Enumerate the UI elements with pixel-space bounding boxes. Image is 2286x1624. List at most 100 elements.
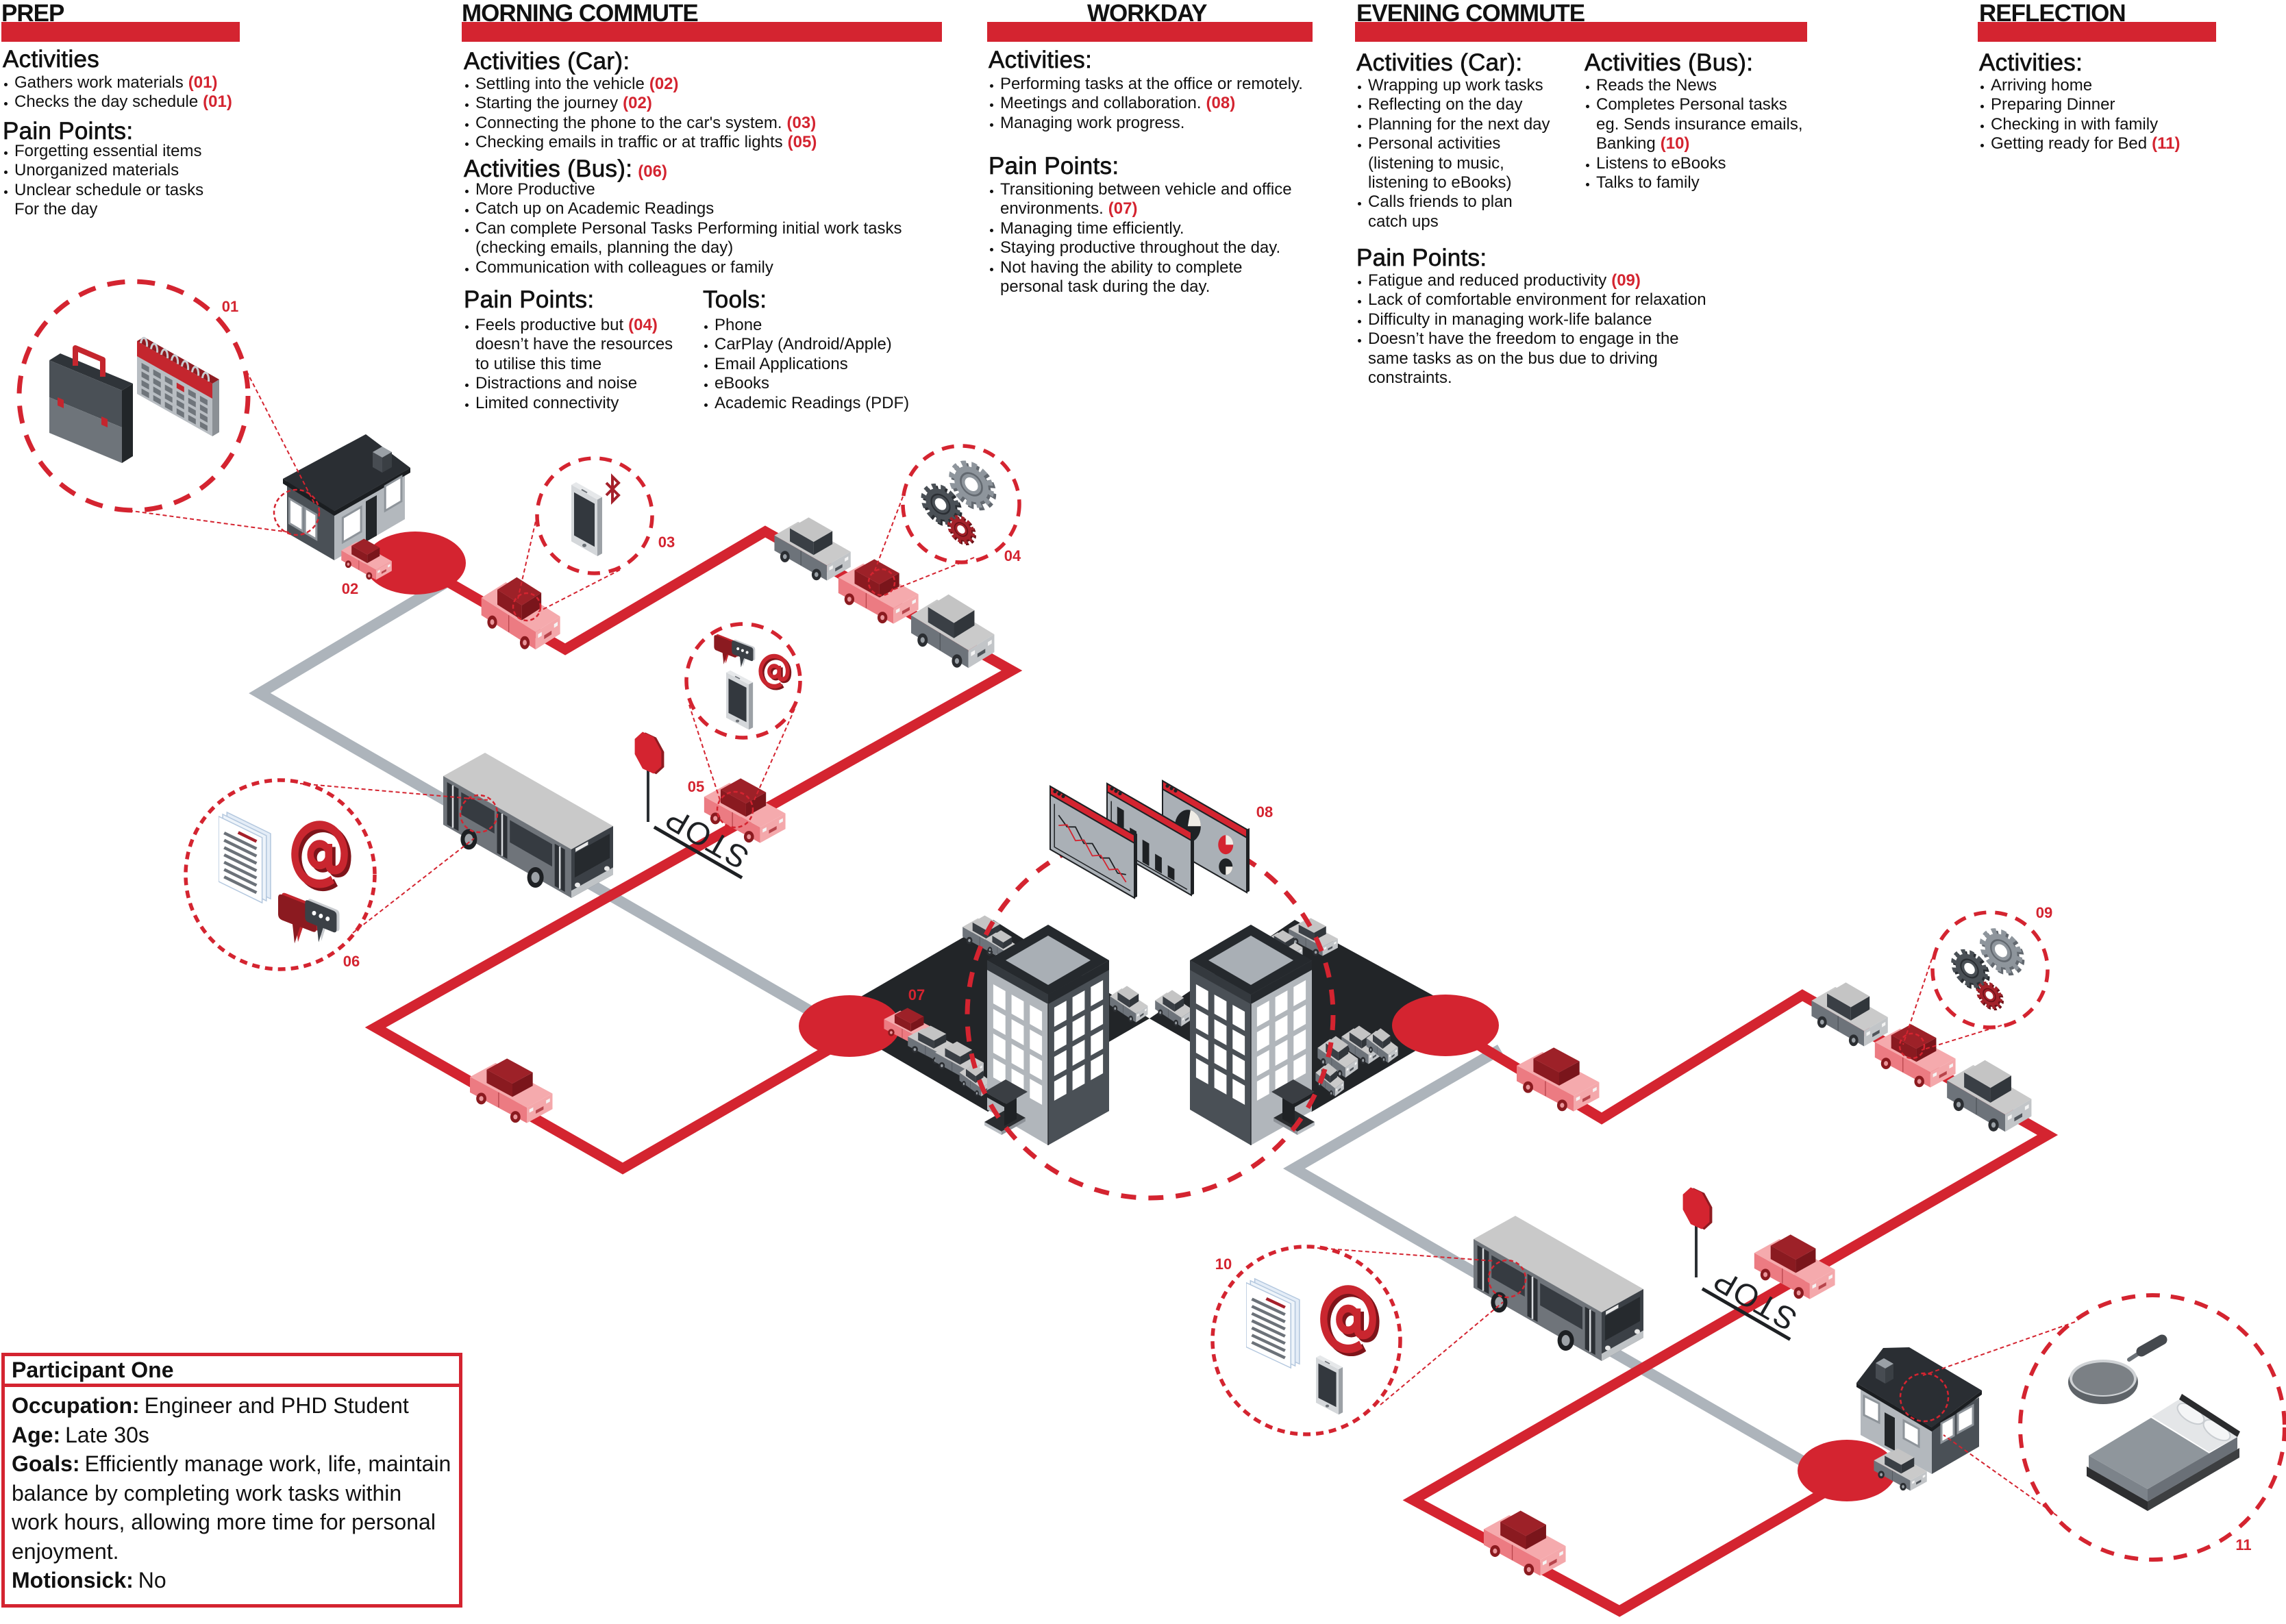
list-item-line: Listens to eBooks [1596, 154, 1803, 173]
mattress-side [2148, 1437, 2237, 1501]
chimney-top [373, 447, 392, 458]
heading-text: Activities (Bus): [1585, 49, 1754, 77]
list-item: Gathers work materials(01) [3, 73, 232, 92]
stage-bar-prep [1, 22, 240, 42]
gears-icon [923, 458, 993, 547]
list-item-line: doesn’t have the resources [475, 335, 673, 354]
chimney-side [382, 452, 392, 473]
window-titlebar [1106, 782, 1192, 842]
gears-icon [1953, 926, 2022, 1012]
briefcase-icon [49, 345, 133, 463]
list-item: Checks the day schedule(01) [3, 92, 232, 112]
callout-circle [1930, 910, 2050, 1029]
list-item-text: Academic Readings (PDF) [715, 393, 910, 412]
list-item-line: Communication with colleagues or family [475, 258, 902, 277]
pie-chart-icon [1162, 779, 1250, 894]
email-at-icon [295, 825, 347, 886]
list-item-line: Wrapping up work tasks [1368, 76, 1550, 95]
list-item-text: Difficulty in managing work-life balance [1368, 310, 1652, 329]
chimney-side [1885, 1364, 1893, 1384]
list-item-text: doesn’t have the resources [475, 335, 673, 354]
list-item-text: CarPlay (Android/Apple) [715, 335, 892, 354]
list-item-line: Connecting the phone to the car's system… [475, 114, 817, 133]
list-item-line: Personal activities [1368, 134, 1550, 153]
list-item-text: Starting the journey [475, 94, 619, 113]
bed-blanket [2089, 1418, 2209, 1489]
phone-icon [726, 670, 754, 730]
workday-activities-heading: Activities: [989, 47, 1093, 74]
participant-occupation: Occupation:Engineer and PHD Student [12, 1391, 459, 1421]
participant-motionsick: Motionsick:No [12, 1566, 459, 1595]
list-item-line: catch ups [1368, 212, 1550, 232]
briefcase-top [49, 353, 133, 390]
list-item-text: Staying productive throughout the day. [1000, 238, 1281, 258]
list-item-text: Unorganized materials [14, 161, 179, 180]
list-item-text: More Productive [475, 180, 595, 199]
house-roof-edge [283, 468, 410, 516]
bus-route-morning [249, 576, 852, 1038]
list-item-text: Gathers work materials [14, 73, 184, 92]
list-item-line: Performing tasks at the office or remote… [1000, 75, 1303, 94]
list-item-line: Getting ready for Bed(11) [1991, 134, 2181, 153]
list-item-text: constraints. [1368, 368, 1452, 388]
list-item: Personal activities(listening to music,l… [1356, 134, 1550, 192]
briefcase-handle [73, 345, 105, 377]
bluetooth-icon [605, 473, 621, 505]
reference-number: (08) [1206, 94, 1236, 113]
list-item-line: personal task during the day. [1000, 277, 1292, 297]
list-item-text: (checking emails, planning the day) [475, 238, 734, 258]
list-item: Distractions and noise [464, 374, 673, 393]
list-item-line: constraints. [1368, 368, 1706, 388]
callout-circle [16, 279, 251, 513]
heading-text: Activities (Car): [1356, 49, 1523, 77]
callout-leader-lines [1317, 1247, 1504, 1406]
callout-10: 10 [1210, 1245, 1527, 1436]
traffic-car [1811, 982, 1888, 1047]
callout-focus-circle [1487, 1259, 1527, 1299]
list-item: Preparing Dinner [1979, 95, 2181, 114]
callout-leader-lines [517, 514, 621, 612]
chart-bars [1117, 806, 1175, 881]
callout-number: 06 [343, 953, 360, 970]
stage-title-reflection: REFLECTION [1979, 0, 2126, 27]
heading-text: Activities: [989, 47, 1093, 74]
window-controls [1053, 789, 1065, 799]
stop-line [1701, 1287, 1791, 1341]
list-item-line: CarPlay (Android/Apple) [715, 335, 909, 354]
briefcase-side [122, 384, 133, 463]
list-item: Meetings and collaboration.(08) [989, 94, 1303, 113]
house-windows [1863, 1394, 1974, 1449]
reference-number: (02) [623, 94, 652, 113]
list-item-line: Planning for the next day [1368, 115, 1550, 134]
list-item-text: Getting ready for Bed [1991, 134, 2148, 153]
home-house-morning [283, 434, 410, 560]
field-label: Motionsick: [12, 1568, 134, 1592]
route-vehicles [341, 517, 2032, 1576]
prep-pain-points-list: Forgetting essential items Unorganized m… [3, 142, 203, 220]
participant-car [481, 577, 560, 650]
participant-goals: Goals:Efficiently manage work, life, mai… [12, 1449, 459, 1566]
bar-chart-icon [1106, 782, 1194, 897]
callout-04: 04 [867, 444, 1021, 597]
workday-pain-points-heading: Pain Points: [989, 153, 1119, 180]
list-item: Communication with colleagues or family [464, 258, 902, 277]
chart-axes [1054, 803, 1131, 892]
route-node-office-arrival [799, 995, 900, 1057]
list-item-line: same tasks as on the bus due to driving [1368, 349, 1706, 368]
route-node-home-arrival [1798, 1440, 1896, 1501]
list-item-line: eBooks [715, 374, 909, 393]
list-item-line: Feels productive but(04) [475, 316, 673, 335]
participant-details: Occupation:Engineer and PHD Student Age:… [1, 1387, 462, 1608]
gear [949, 514, 975, 547]
heading-text: Pain Points: [1356, 245, 1487, 272]
callout-number: 03 [658, 534, 675, 551]
callout-11: 11 [1899, 1293, 2286, 1562]
bus-morning [442, 751, 614, 899]
callout-number: 01 [222, 298, 238, 315]
gear [1978, 980, 2002, 1012]
list-item-text: Checks the day schedule [14, 92, 199, 112]
list-item: Wrapping up work tasks [1356, 76, 1550, 95]
reflection-activities-list: Arriving home Preparing Dinner Checking … [1979, 76, 2181, 154]
list-item-text: Reflecting on the day [1368, 95, 1523, 114]
calendar-icon [137, 336, 219, 436]
